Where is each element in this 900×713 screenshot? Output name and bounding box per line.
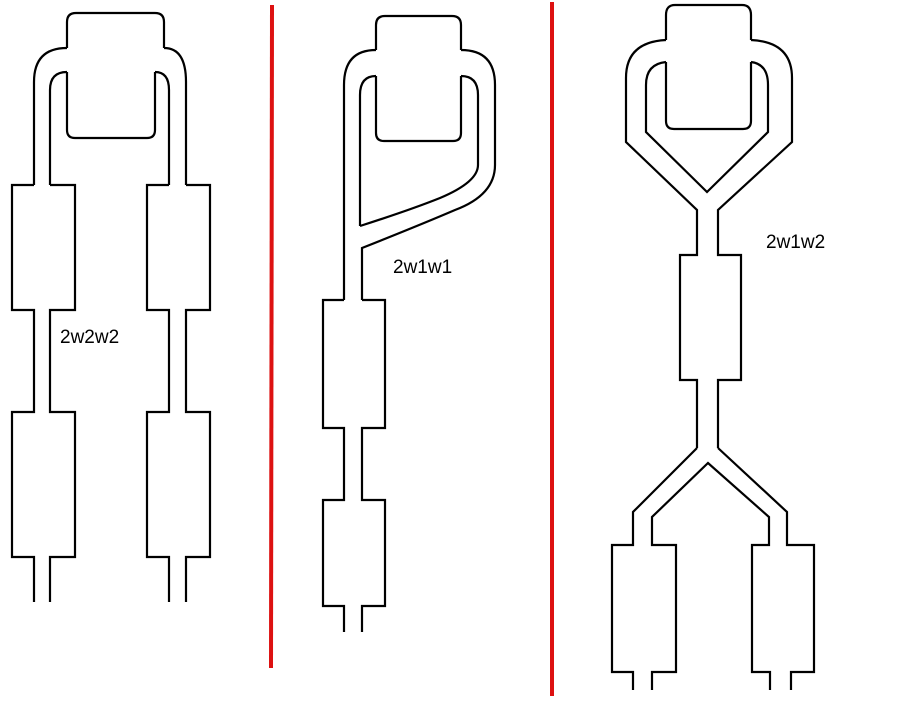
panel-2w1w2: 2w1w2 [610, 3, 825, 690]
outer-funnel [624, 38, 794, 250]
left-chambers [10, 183, 77, 602]
label-2w2w2: 2w2w2 [60, 327, 119, 348]
outer-split [610, 447, 816, 690]
top-reservoir [374, 14, 463, 50]
outer-loop [32, 46, 188, 185]
inner-cup [664, 62, 753, 131]
inner-branch [358, 74, 480, 228]
panel-2w2w2: 2w2w2 [10, 11, 212, 602]
inner-funnel [644, 60, 770, 194]
outer-branch [342, 48, 497, 300]
inner-split [650, 461, 772, 690]
panel-2w1w1: 2w1w1 [321, 14, 497, 632]
inner-loop [48, 70, 171, 185]
middle-chamber [678, 250, 743, 448]
chambers [321, 298, 387, 632]
inner-cup [65, 72, 157, 140]
label-2w1w1: 2w1w1 [393, 257, 452, 278]
label-2w1w2: 2w1w2 [766, 232, 825, 253]
top-reservoir [65, 11, 166, 48]
right-chambers [145, 183, 212, 602]
top-reservoir [664, 3, 753, 40]
divider-left [269, 4, 274, 669]
inner-cup [374, 76, 463, 143]
